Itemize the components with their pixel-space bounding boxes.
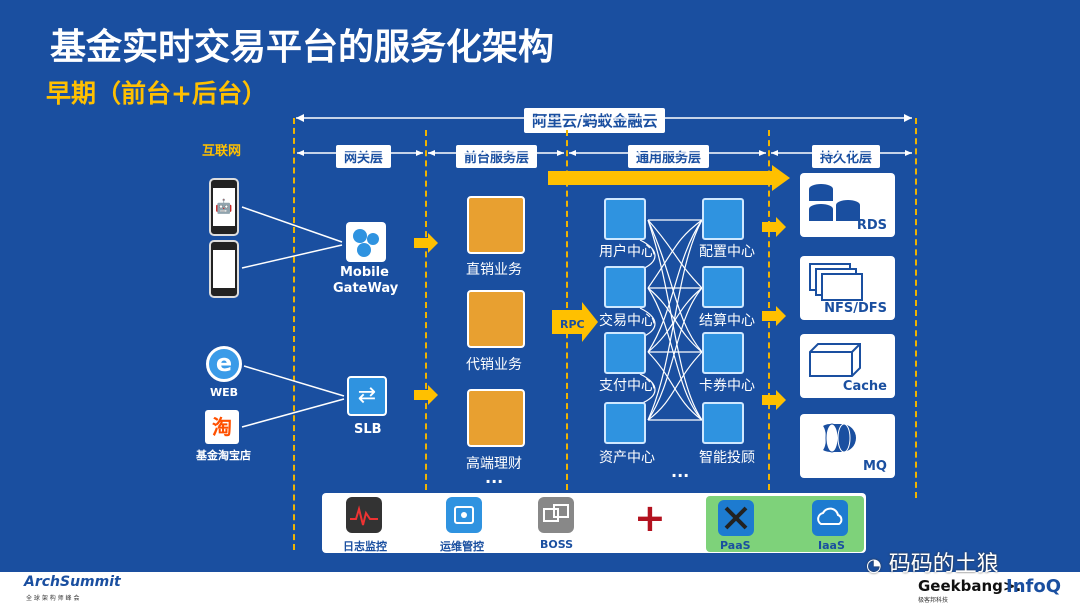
- config-center-icon: [702, 198, 744, 240]
- layer-persistence-label: 持久化层: [812, 145, 881, 168]
- mq-store: MQ: [800, 414, 895, 478]
- slide-canvas: 基金实时交易平台的服务化架构 早期（前台+后台） 阿里云/蚂蚁金融云 互联网 网…: [46, 27, 917, 553]
- layer-gateway-label: 网关层: [336, 145, 392, 168]
- common-service-label: 智能投顾: [699, 450, 755, 466]
- cache-box-icon: [809, 343, 861, 377]
- slb-label: SLB: [354, 422, 382, 437]
- payment-center-icon: [604, 332, 646, 374]
- paas-tools-icon: [718, 500, 754, 536]
- slide-subtitle: 早期（前台+后台）: [46, 79, 267, 108]
- frontend-service-label: 直销业务: [466, 262, 522, 278]
- connector-overlay: [241, 114, 912, 428]
- robo-advisor-icon: [702, 402, 744, 444]
- boss-icon: [538, 497, 574, 533]
- mobile-gateway-icon: [346, 222, 386, 262]
- user-center-icon: [604, 198, 646, 240]
- trade-center-icon: [604, 266, 646, 308]
- plus-sign: +: [634, 496, 666, 540]
- common-service-label: 资产中心: [599, 450, 655, 466]
- storage-label: NFS/DFS: [824, 301, 887, 316]
- layer-common-label: 通用服务层: [628, 145, 710, 168]
- web-label: WEB: [210, 386, 239, 399]
- log-monitor-icon: [346, 497, 382, 533]
- divider-line: [768, 130, 770, 490]
- common-service-label: 用户中心: [599, 244, 655, 260]
- tool-label: 运维管控: [440, 540, 484, 553]
- nfs-store: NFS/DFS: [800, 256, 895, 320]
- archsummit-logo: ArchSummit: [24, 574, 121, 590]
- tool-label: BOSS: [540, 538, 574, 551]
- iaas-cloud-icon: [812, 500, 848, 536]
- frontend-more: ...: [485, 468, 504, 487]
- storage-label: Cache: [842, 379, 887, 394]
- tool-label: IaaS: [818, 539, 845, 552]
- layer-internet-label: 互联网: [202, 144, 242, 159]
- settlement-center-icon: [702, 266, 744, 308]
- common-service-label: 支付中心: [599, 378, 655, 394]
- storage-label: MQ: [863, 459, 887, 474]
- agency-sales-icon: [467, 290, 525, 348]
- mobile-gateway-label-2: GateWay: [333, 281, 399, 296]
- common-more: ...: [671, 462, 690, 481]
- file-stack-icon: [809, 263, 863, 301]
- slide-title: 基金实时交易平台的服务化架构: [50, 27, 555, 68]
- rpc-label: RPC: [560, 318, 585, 331]
- watermark-label: 码码的土狼: [888, 552, 999, 577]
- layer-frontend-label: 前台服务层: [456, 145, 538, 168]
- footer-bar: ArchSummit 全 球 架 构 师 峰 会 Geekbang>. 极客邦科…: [0, 572, 1080, 608]
- divider-line: [293, 118, 295, 550]
- ops-control-icon: [446, 497, 482, 533]
- direct-sales-icon: [467, 196, 525, 254]
- iphone: ●: [209, 240, 239, 298]
- android-icon: 🤖: [213, 188, 235, 226]
- cloud-span-label: 阿里云/蚂蚁金融云: [524, 108, 666, 133]
- geekbang-subtitle: 极客邦科技: [918, 597, 949, 604]
- ie-browser-icon: e: [206, 346, 242, 382]
- infoq-logo: InfoQ: [1006, 576, 1062, 597]
- premium-wealth-icon: [467, 389, 525, 447]
- storage-label: RDS: [856, 218, 887, 233]
- taobao-store-label: 基金淘宝店: [196, 449, 251, 462]
- cache-store: Cache: [800, 334, 895, 398]
- mobile-gateway-label-1: Mobile: [340, 265, 389, 280]
- common-service-label: 卡券中心: [699, 378, 755, 394]
- tool-label: 日志监控: [343, 540, 387, 553]
- geekbang-logo: Geekbang>.: [918, 577, 1022, 595]
- rds-store: RDS: [800, 173, 895, 237]
- coupon-center-icon: [702, 332, 744, 374]
- tool-label: PaaS: [720, 539, 751, 552]
- archsummit-subtitle: 全 球 架 构 师 峰 会: [26, 595, 80, 602]
- frontend-service-label: 高端理财: [466, 456, 522, 472]
- watermark-text: ◔ 码码的土狼: [866, 546, 999, 578]
- asset-center-icon: [604, 402, 646, 444]
- common-service-label: 配置中心: [699, 244, 755, 260]
- wechat-icon: ◔: [866, 555, 882, 576]
- divider-line: [425, 130, 427, 490]
- common-service-label: 交易中心: [599, 313, 655, 329]
- frontend-service-label: 代销业务: [466, 357, 522, 373]
- common-service-label: 结算中心: [699, 313, 755, 329]
- message-queue-icon: [814, 423, 856, 453]
- taobao-icon: 淘: [205, 410, 239, 444]
- android-phone: 🤖: [209, 178, 239, 236]
- slb-switch-icon: ⇄: [347, 376, 387, 416]
- database-icon: [809, 184, 860, 221]
- divider-line: [915, 118, 917, 498]
- apple-icon: ●: [213, 250, 235, 288]
